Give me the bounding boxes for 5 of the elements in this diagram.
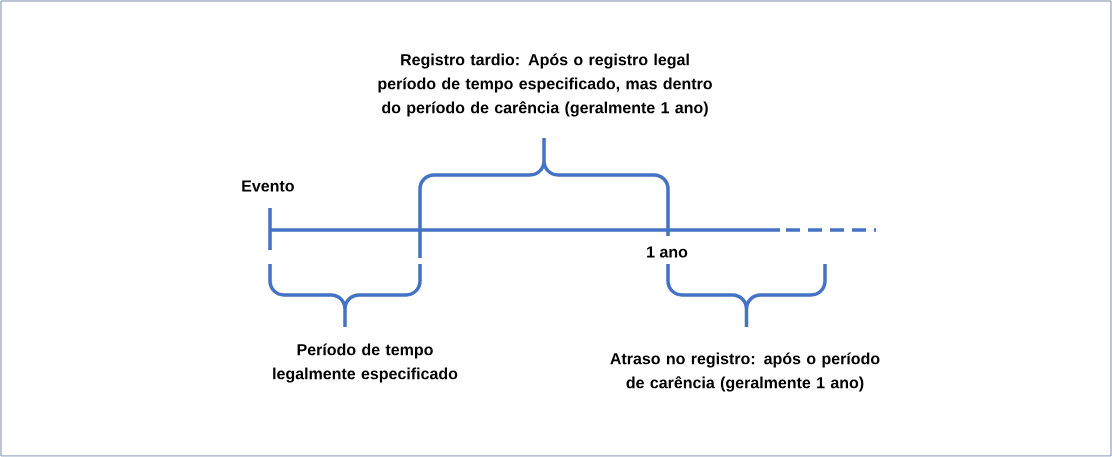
annotation-text: Registro tardio: Após o registro legal período de tempo especificado, mas dentro do período de carência (geralmente 1 ano) xyxy=(378,53,712,117)
annotation-text: Período de tempo legalmente especificado xyxy=(273,343,458,383)
annotation-text: Evento xyxy=(242,180,294,192)
annotation-text: Atraso no registro: após o período de carência (geralmente 1 ano) xyxy=(610,352,880,392)
annotation-text: 1 ano xyxy=(647,246,688,258)
